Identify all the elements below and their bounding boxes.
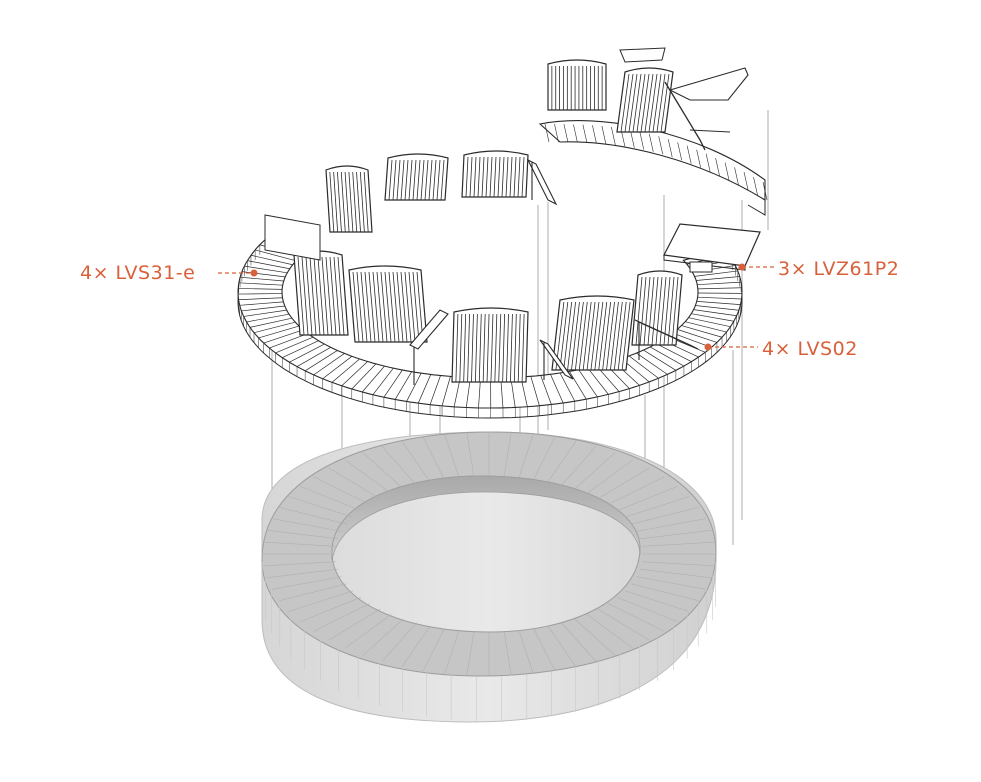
backrest-back-center bbox=[461, 150, 529, 198]
callout-leaders bbox=[218, 263, 776, 351]
callout-lvs31-e-leader bbox=[218, 269, 258, 277]
planter-ring-base bbox=[261, 431, 717, 723]
armrest-4 bbox=[526, 158, 558, 206]
callout-lvs02-leader bbox=[704, 343, 758, 351]
armrest-3 bbox=[634, 319, 699, 360]
backrest-front-left bbox=[348, 265, 428, 343]
backrest-front-center bbox=[451, 307, 529, 383]
callout-lvs31-e-dot bbox=[250, 269, 258, 277]
backrest-upper-2 bbox=[616, 67, 674, 133]
backrest-back-mid bbox=[384, 153, 449, 201]
backrest-left-end bbox=[293, 250, 349, 336]
backrest-front-right bbox=[551, 295, 635, 371]
backrest-back-left bbox=[325, 165, 373, 233]
callout-lvz61p2-label: 3× LVZ61P2 bbox=[778, 258, 900, 280]
upper-bench-segment bbox=[538, 120, 768, 216]
backrest-upper-1 bbox=[547, 59, 607, 111]
callout-lvs02-label: 4× LVS02 bbox=[762, 338, 858, 360]
armrest-2 bbox=[539, 339, 574, 380]
callout-lvz61p2-leader bbox=[738, 263, 776, 271]
upper-chair-frames bbox=[619, 47, 749, 151]
callout-lvs02-dot bbox=[704, 343, 712, 351]
backrest-right bbox=[631, 270, 683, 346]
bench-ring bbox=[237, 47, 768, 419]
callout-lvz61p2-dot bbox=[738, 263, 746, 271]
callout-lvs31-e-label: 4× LVS31-e bbox=[80, 262, 196, 284]
table-component bbox=[663, 223, 761, 273]
armrest-1 bbox=[409, 309, 449, 385]
